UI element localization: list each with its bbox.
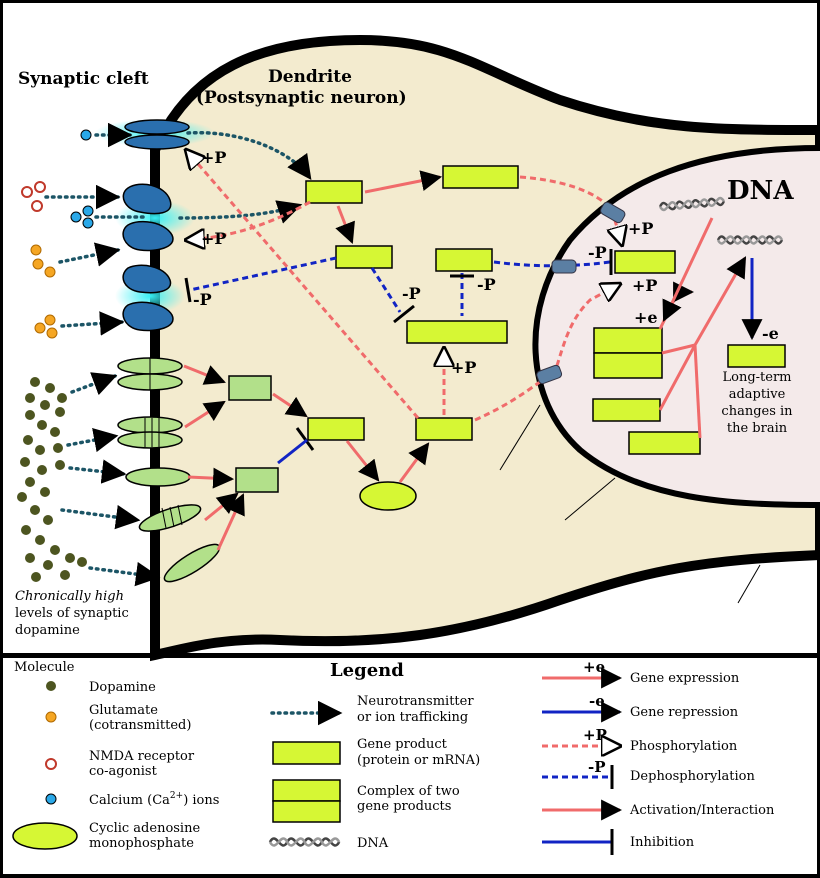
expression-label: +e — [634, 308, 658, 327]
legend-nmda: co-agonist — [89, 764, 158, 779]
dephospho-label: -P — [193, 290, 212, 309]
legend-dopamine: Dopamine — [89, 680, 156, 695]
legend-gene-expression: Gene expression — [630, 671, 740, 686]
legend-panel — [3, 658, 817, 874]
legend-calcium-icon — [45, 793, 57, 805]
legend-complex: gene products — [357, 799, 451, 814]
inhibition-line — [277, 438, 308, 465]
calcium-channel-top — [124, 119, 190, 135]
dendrite-label: Dendrite — [268, 67, 352, 87]
chronic-label: Chronically high — [15, 589, 124, 604]
legend-trafficking: or ion trafficking — [357, 710, 468, 725]
inhibition-bars — [184, 249, 613, 451]
legend-activation: Activation/Interaction — [629, 803, 775, 818]
trafficking-arrows — [44, 122, 312, 587]
legend-gene-product: Gene product — [357, 737, 448, 752]
postsynaptic-label: (Postsynaptic neuron) — [196, 88, 407, 108]
legend-plus-p: +P — [583, 726, 607, 744]
dna-helix-icon — [716, 235, 784, 245]
chronic-label: levels of synaptic — [15, 606, 129, 621]
longterm-label: Long-term — [722, 370, 791, 385]
legend-calcium: Calcium (Ca2+) ions — [89, 791, 219, 808]
legend-dephosphorylation: Dephosphorylation — [630, 769, 756, 784]
chronic-label: dopamine — [15, 623, 80, 638]
legend-camp: monophosphate — [89, 836, 194, 851]
dopamine-molecules — [17, 377, 87, 582]
dephospho-label: -P — [477, 275, 496, 294]
gene-products — [305, 165, 786, 455]
dopamine-receptor — [117, 357, 183, 391]
light-products — [228, 375, 279, 493]
legend-gene-repression: Gene repression — [630, 705, 739, 720]
dopamine-receptor — [125, 467, 191, 487]
legend-dna: DNA — [357, 836, 389, 851]
legend-complex-icon — [272, 779, 341, 802]
longterm-label: adaptive — [729, 387, 786, 402]
synaptic-cleft-label: Synaptic cleft — [18, 69, 149, 89]
dopamine-receptor — [138, 504, 202, 532]
legend-complex: Complex of two — [357, 784, 460, 799]
longterm-label: the brain — [727, 421, 788, 436]
legend-gene-product: (protein or mRNA) — [357, 753, 480, 768]
repression-label: -e — [762, 324, 779, 343]
phospho-label: +P — [201, 148, 226, 167]
phospho-label: +P — [632, 276, 657, 295]
legend-inhibition: Inhibition — [630, 835, 695, 850]
deco-line — [564, 477, 616, 521]
nmda-coagonist — [21, 181, 46, 212]
legend-nmda-icon — [45, 758, 57, 770]
dephospho-label: -P — [402, 284, 421, 303]
legend-camp: Cyclic adenosine — [89, 821, 200, 836]
longterm-label: changes in — [721, 404, 793, 419]
legend-phosphorylation: Phosphorylation — [630, 739, 738, 754]
deco-line — [737, 564, 761, 604]
dephospho-label: -P — [588, 243, 607, 262]
legend-glutamate: Glutamate — [89, 703, 158, 718]
nmda-receptor-lower — [122, 220, 174, 252]
legend-nmda: NMDA receptor — [89, 749, 195, 764]
legend-camp-icon — [12, 822, 78, 850]
legend-minus-e: -e — [589, 692, 605, 710]
glutamate-molecules — [30, 244, 58, 339]
calcium-ions — [70, 129, 94, 229]
phospho-label: +P — [628, 219, 653, 238]
legend-title: Legend — [330, 660, 404, 681]
deco-line — [499, 404, 541, 471]
legend-glutamate-icon — [45, 711, 57, 723]
legend-minus-p: -P — [588, 758, 606, 776]
legend-complex-icon — [272, 800, 341, 823]
legend-gene-product-icon — [272, 741, 341, 765]
legend-dna-helix-icon — [268, 837, 341, 847]
legend-dopamine-icon — [46, 681, 56, 691]
legend-molecule-header: Molecule — [14, 660, 75, 675]
calcium-channel-bottom — [124, 134, 190, 150]
nmda-receptor-upper — [122, 183, 172, 215]
phospho-label: +P — [201, 229, 226, 248]
legend-trafficking: Neurotransmitter — [357, 694, 474, 709]
nuclear-pores — [536, 201, 626, 385]
legend-plus-e: +e — [583, 658, 605, 676]
activation-arrows — [183, 170, 747, 551]
dna-label: DNA — [727, 176, 794, 206]
legend-glutamate: (cotransmitted) — [89, 718, 191, 733]
camp-molecule — [359, 481, 417, 511]
nmda-receptor-upper — [122, 264, 172, 294]
phospho-label: +P — [451, 358, 476, 377]
